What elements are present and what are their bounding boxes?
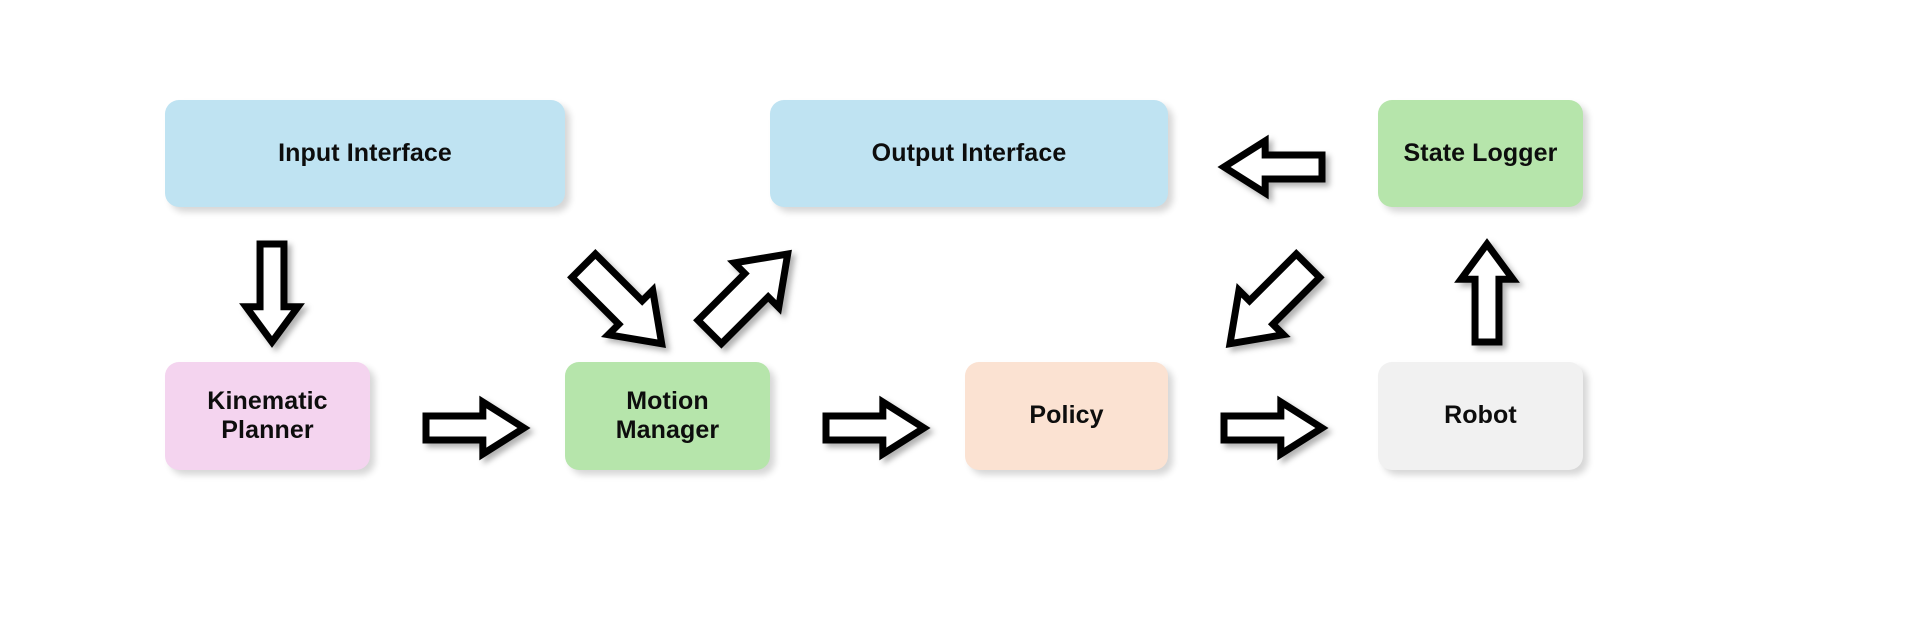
arrow-kinematic-to-motion: [420, 395, 531, 461]
node-label-state-logger: State Logger: [1403, 138, 1558, 167]
node-label-kinematic-planner: Kinematic Planner: [207, 386, 328, 445]
node-label-output-interface: Output Interface: [871, 138, 1067, 167]
node-input-interface[interactable]: Input Interface: [165, 100, 565, 207]
node-state-logger[interactable]: State Logger: [1378, 100, 1583, 207]
arrow-input-to-motion: [566, 248, 668, 350]
arrow-motion-to-policy: [820, 395, 931, 461]
node-label-input-interface: Input Interface: [278, 138, 452, 167]
node-policy[interactable]: Policy: [965, 362, 1168, 470]
arrow-state-logger-to-output: [1217, 134, 1328, 200]
arrow-input-to-kinematic: [239, 238, 305, 348]
node-motion-manager[interactable]: Motion Manager: [565, 362, 770, 470]
node-label-motion-manager: Motion Manager: [615, 386, 720, 445]
arrow-motion-to-output: [692, 248, 794, 350]
arrow-policy-to-robot: [1218, 395, 1329, 461]
node-output-interface[interactable]: Output Interface: [770, 100, 1168, 207]
node-kinematic-planner[interactable]: Kinematic Planner: [165, 362, 370, 470]
arrow-output-to-policy: [1224, 248, 1326, 350]
arrow-robot-to-state-logger: [1454, 238, 1520, 348]
node-label-robot: Robot: [1444, 401, 1517, 430]
node-label-policy: Policy: [1029, 401, 1104, 430]
node-robot[interactable]: Robot: [1378, 362, 1583, 470]
